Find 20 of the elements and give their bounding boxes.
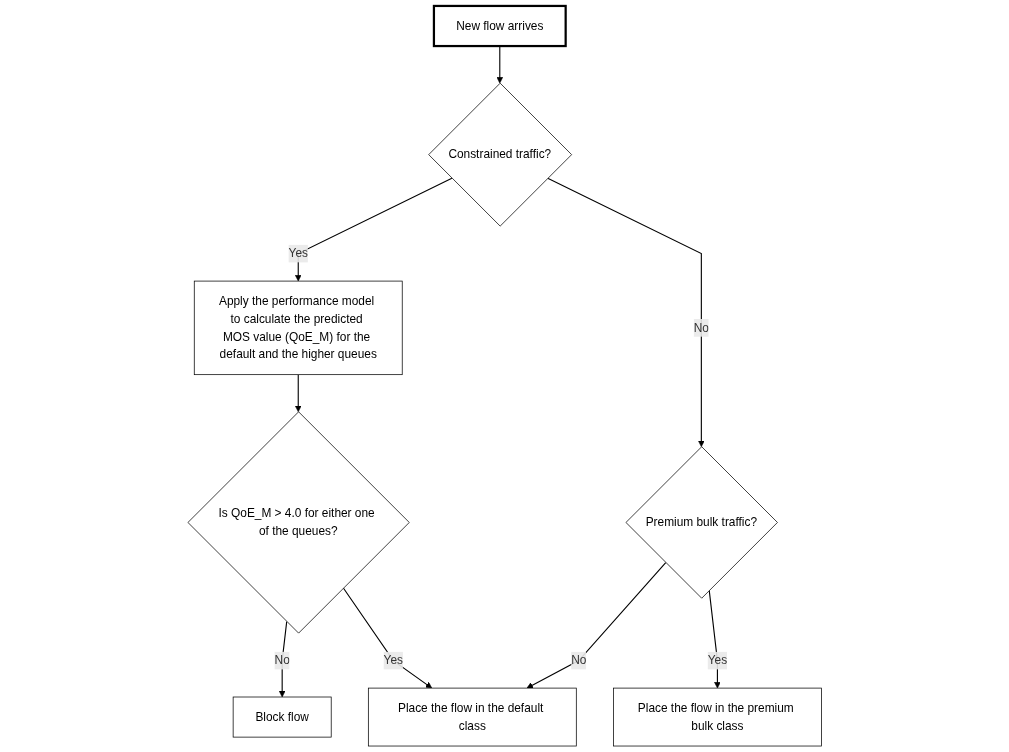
edge-label: No [571,653,587,667]
node-box: Place the flow in the default class [367,687,577,747]
arrow [342,587,432,689]
node-diamond: Constrained traffic? [428,82,572,227]
edge-label: No [274,653,290,667]
edge-label: Yes [707,653,727,667]
arrow [708,589,721,689]
arrow [547,177,705,448]
arrow [294,177,453,282]
edge-label: Yes [288,246,308,260]
node-diamond: Is QoE_M > 4.0 for either one of the queues? [187,411,410,634]
node-box: Apply the performance model to calculate the predicted MOS value (QoE_M) for the default and the higher queues [193,280,403,376]
arrow [294,374,302,413]
edge-label: No [693,321,709,334]
edge-label: Yes [383,653,403,667]
node-box: Block flow [232,696,332,738]
node-diamond: Premium bulk traffic? [625,446,778,599]
arrow [526,562,667,689]
node-box: Place the flow in the premium bulk class [612,687,822,747]
node-box: New flow arrives [432,4,567,48]
